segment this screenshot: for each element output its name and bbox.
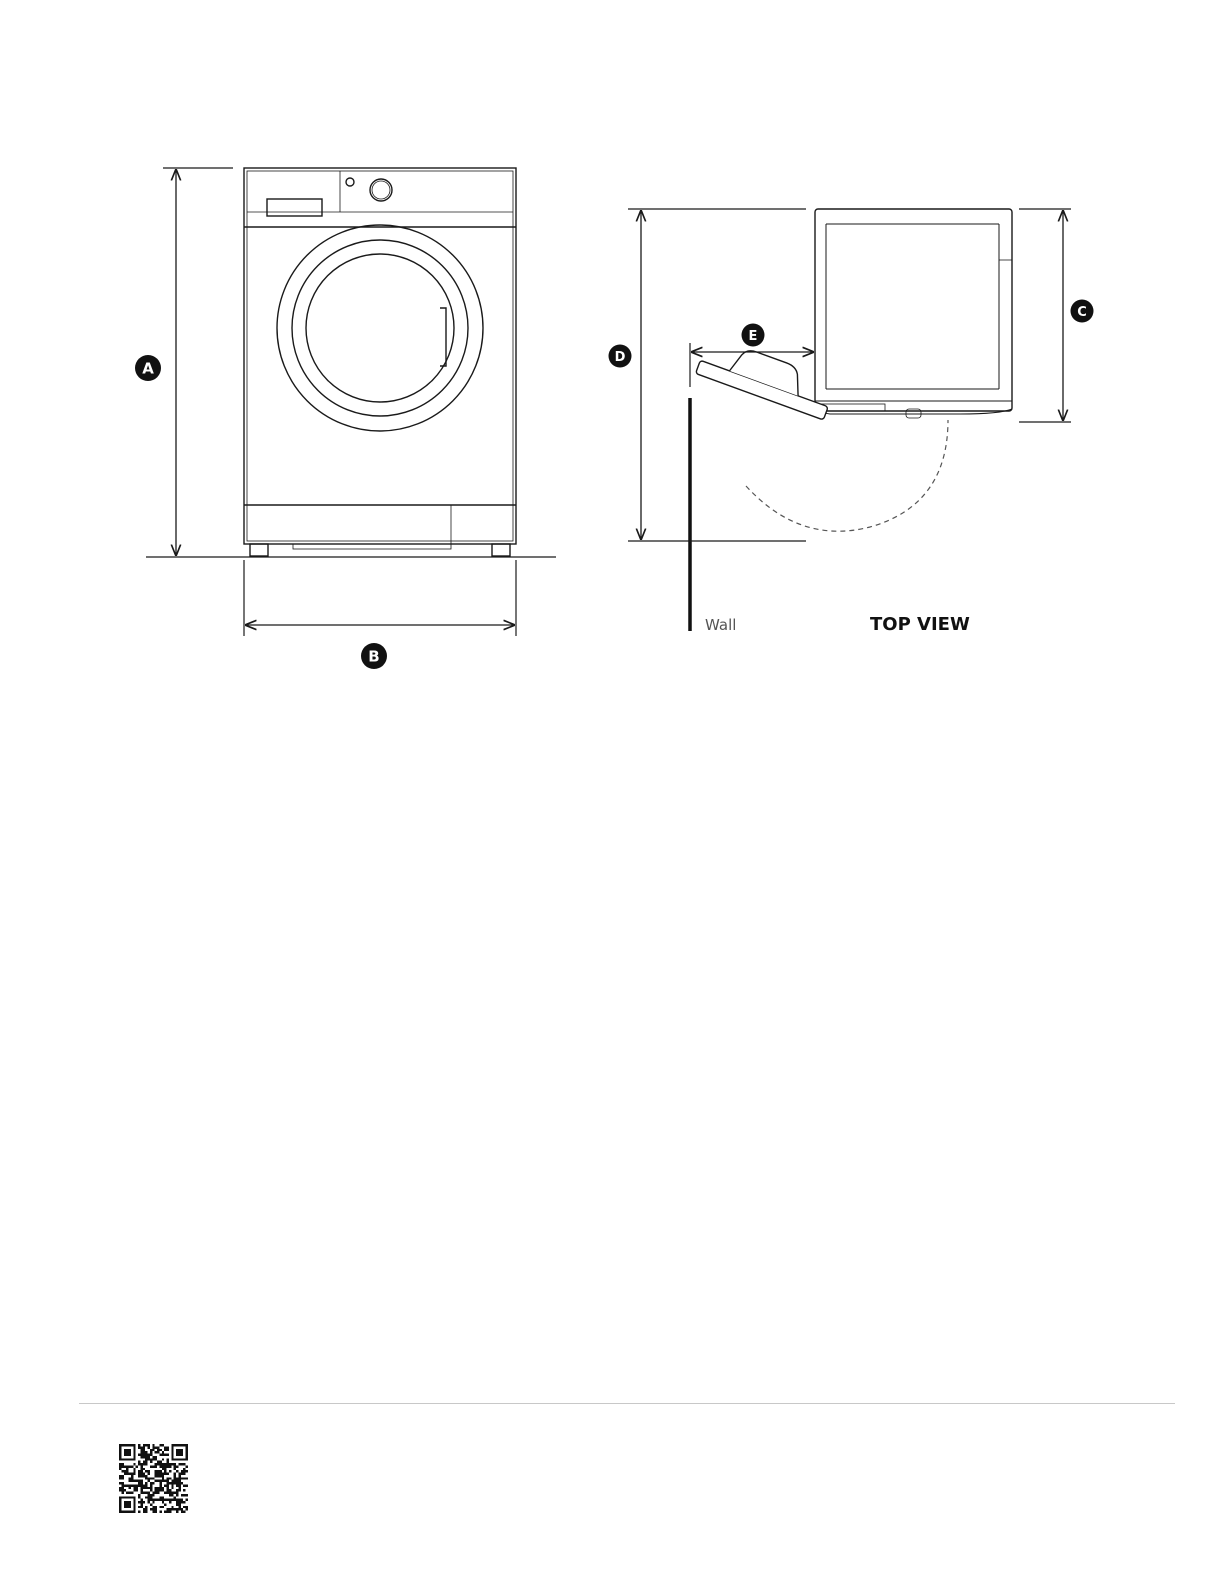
door-outer-ring: [277, 225, 483, 431]
foot-left: [250, 544, 268, 556]
footer-divider: [79, 1403, 1175, 1404]
power-button: [346, 178, 354, 186]
open-door: [696, 335, 838, 420]
badge-d-label: D: [615, 350, 626, 365]
door-handle: [440, 308, 446, 366]
foot-right: [492, 544, 510, 556]
badge-e-label: E: [749, 329, 758, 344]
door-swing-arc: [746, 420, 948, 531]
washer-top-body: [815, 209, 1012, 411]
wall-label: Wall: [705, 616, 736, 634]
top-view-title: TOP VIEW: [870, 614, 970, 635]
badge-e: E: [742, 324, 765, 347]
qr-code-icon[interactable]: [119, 1444, 188, 1513]
qr-code-modules: [119, 1444, 188, 1513]
badge-b: B: [361, 643, 387, 669]
badge-b-label: B: [368, 648, 379, 666]
detergent-drawer: [267, 199, 322, 216]
badge-a: A: [135, 355, 161, 381]
badge-d: D: [609, 345, 632, 368]
badge-a-label: A: [142, 360, 154, 378]
program-knob: [370, 179, 392, 201]
badge-c: C: [1071, 300, 1094, 323]
front-view: [244, 168, 516, 556]
badge-c-label: C: [1077, 305, 1087, 320]
top-view: [696, 209, 1012, 531]
